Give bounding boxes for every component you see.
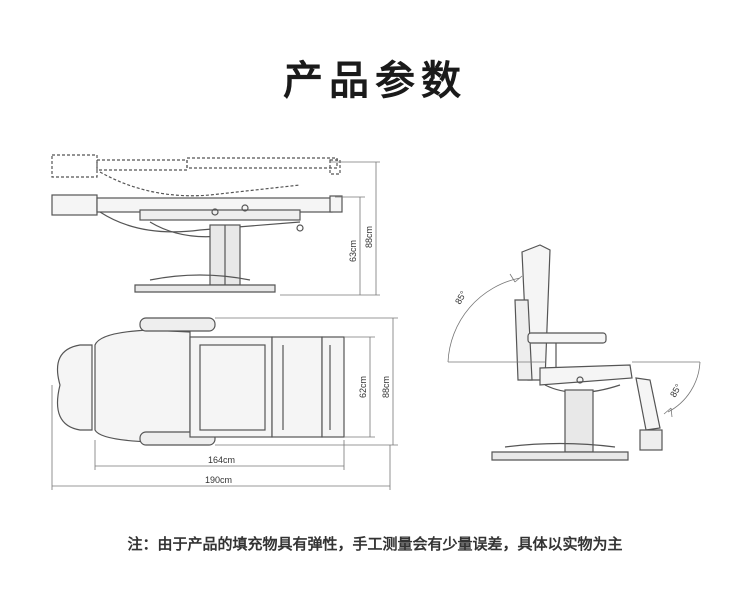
top-total-width-label: 88cm (381, 376, 391, 398)
raised-outline (51, 154, 341, 197)
pillar-chair (564, 389, 594, 453)
seat-side (539, 364, 633, 386)
back-angle-label: 85° (453, 289, 469, 306)
leg-angle-label: 85° (668, 382, 684, 399)
base-side (134, 284, 276, 293)
armrest-side (527, 332, 607, 344)
total-length-label: 190cm (205, 475, 232, 485)
page-title: 产品参数 (283, 58, 467, 104)
inner-length-label: 164cm (208, 455, 235, 465)
back-section-top (94, 329, 191, 443)
armrest-top (139, 317, 216, 332)
top-width-label: 62cm (358, 376, 368, 398)
angle-guides (447, 273, 701, 418)
leg-rest (635, 377, 661, 431)
headrest-side (51, 194, 98, 216)
chair-view (491, 244, 663, 461)
top-view (56, 317, 345, 446)
total-height-label: 88cm (364, 226, 374, 248)
height-dims (280, 161, 380, 296)
foot-top (321, 336, 345, 438)
seat-height-label: 63cm (348, 240, 358, 262)
leg-top (271, 336, 323, 438)
base-chair (491, 451, 629, 461)
headrest-top (56, 344, 93, 431)
disclaimer-note: 注：由于产品的填充物具有弹性，手工测量会有少量误差，具体以实物为主 (127, 535, 623, 553)
top-dims (51, 317, 398, 490)
side-view (51, 154, 343, 293)
seat-top (189, 336, 273, 438)
